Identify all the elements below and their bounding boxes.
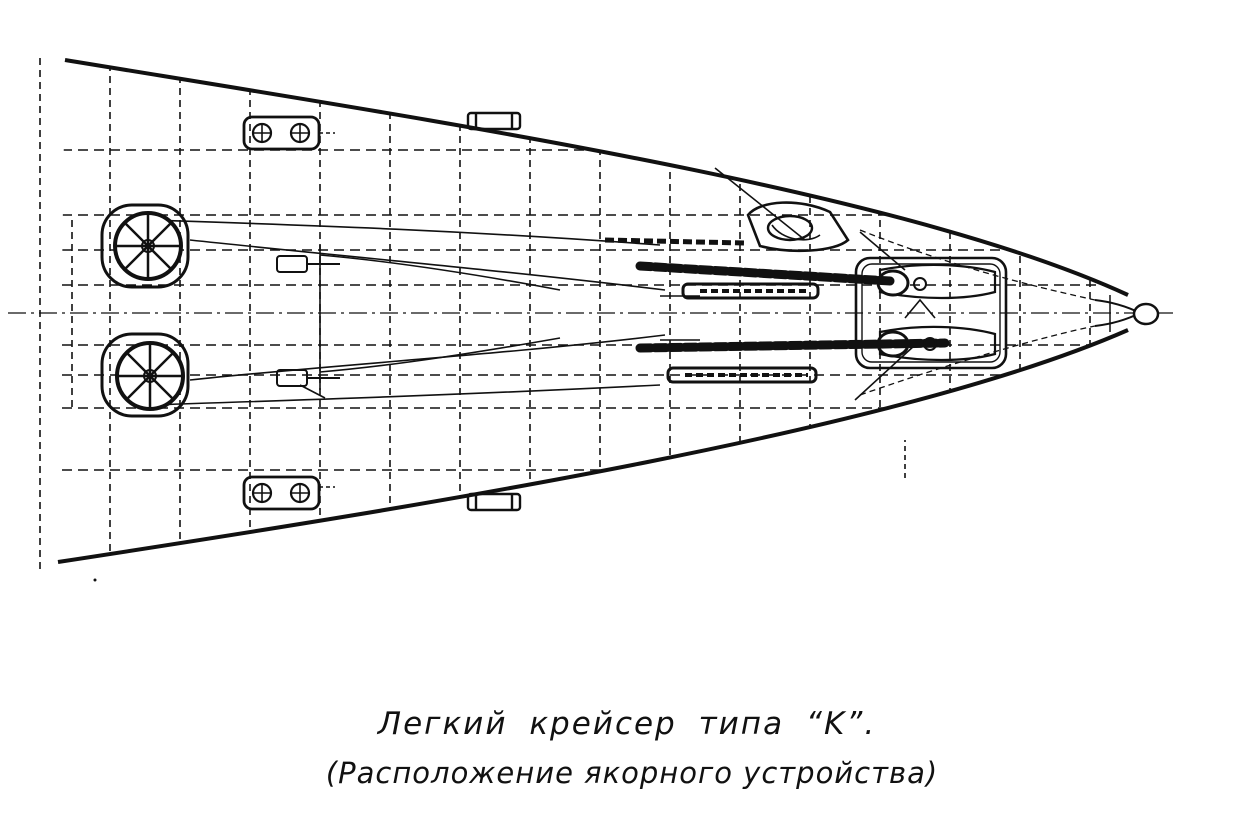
chain-channel xyxy=(149,219,666,406)
fairlead-port xyxy=(466,492,522,512)
windlass-port xyxy=(100,332,190,418)
stopper-lines xyxy=(714,167,916,478)
stopper-starboard xyxy=(681,282,820,300)
deck-hatches xyxy=(276,255,340,387)
fairlead-starboard xyxy=(466,111,522,131)
windlass-starboard xyxy=(100,203,190,289)
stem-fitting xyxy=(1094,295,1160,332)
stopper-port xyxy=(666,366,818,384)
frame-lines xyxy=(109,60,1091,562)
caption-subtitle: (Расположение якорного устройства) xyxy=(325,756,939,790)
caption-title: Легкий крейсер типа “K”. xyxy=(377,706,877,742)
bollard-starboard xyxy=(242,115,335,151)
chain-starboard-upper xyxy=(604,237,895,286)
stray-dot xyxy=(93,578,97,582)
deck-edge xyxy=(859,229,1096,396)
bollard-port xyxy=(242,475,335,511)
left-edge-marks xyxy=(39,58,73,570)
anchor-chains xyxy=(604,237,950,384)
chain-port-lower xyxy=(635,338,950,353)
hull-outline xyxy=(57,58,1129,564)
spare-anchor-stowage xyxy=(746,201,850,253)
longitudinal-lines xyxy=(58,149,1140,471)
hawse-chain-ends xyxy=(913,277,937,351)
hawse-frame xyxy=(854,256,1008,370)
